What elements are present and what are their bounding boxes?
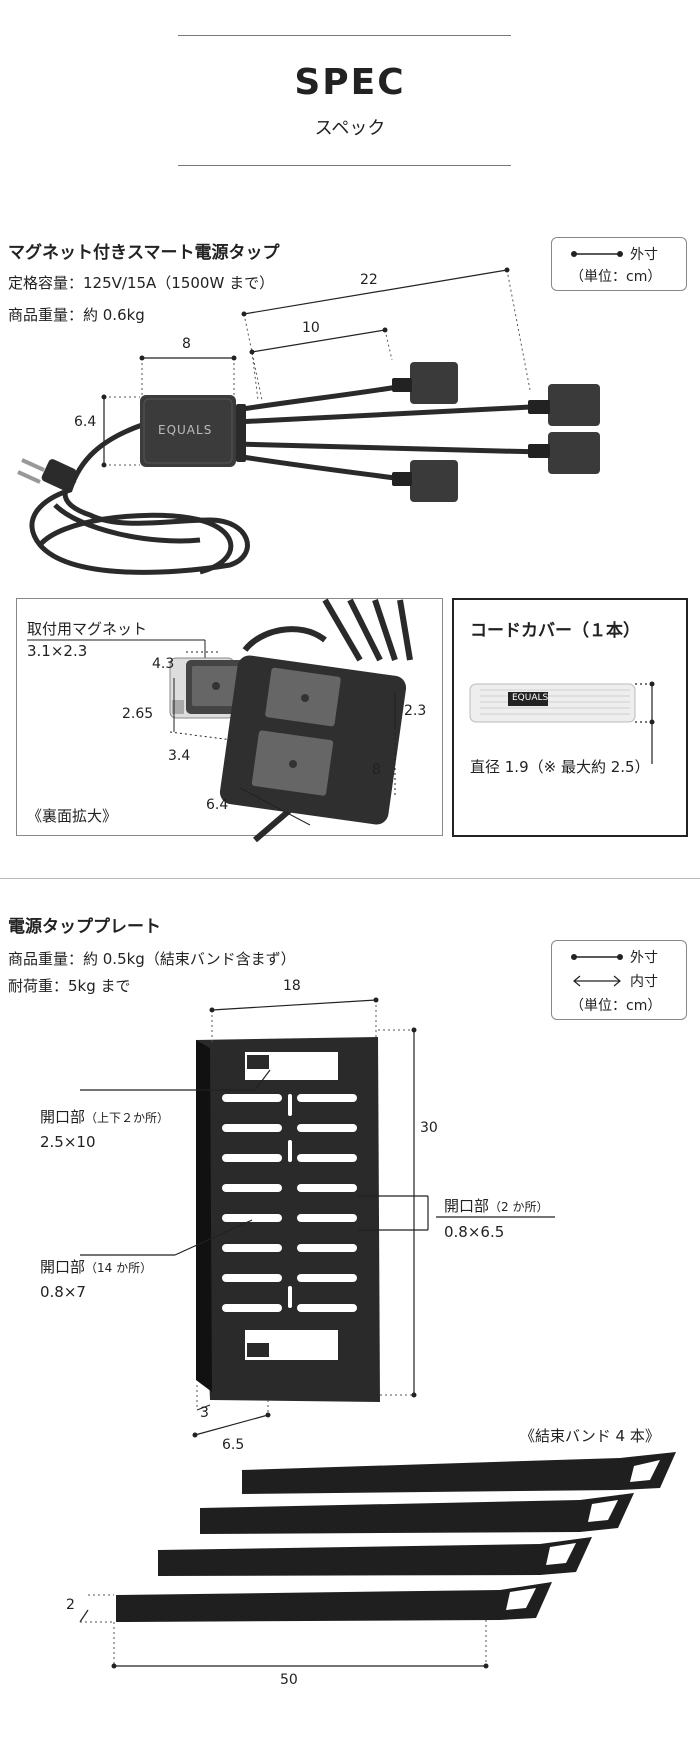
legend-outer: 外寸	[630, 247, 658, 263]
dim-magnet-c: 3.4	[168, 748, 191, 764]
back-detail-box	[16, 598, 443, 836]
dim-plate-foot: 6.5	[222, 1437, 245, 1453]
outer-line-icon	[571, 251, 623, 257]
opening1-size: 2.5×10	[40, 1133, 96, 1151]
plate-legend: 外寸 内寸 （単位：cm）	[551, 940, 687, 1020]
dim-total-length: 22	[360, 272, 378, 288]
section-divider	[0, 878, 700, 879]
tap-legend: 外寸 （単位：cm）	[551, 237, 687, 291]
legend-outer: 外寸	[630, 950, 658, 966]
tap-rating: 定格容量：125V/15A（1500W まで）	[8, 274, 275, 292]
legend-unit: （単位：cm）	[570, 998, 662, 1014]
dim-body-width: 8	[182, 336, 191, 352]
legend-unit: （単位：cm）	[570, 269, 662, 285]
opening2-label: 開口部（14 か所）	[40, 1256, 152, 1277]
dim-band-length: 50	[280, 1672, 298, 1688]
cable-ties	[116, 1452, 676, 1622]
dim-hub-e: 8	[372, 762, 381, 778]
tap-title: マグネット付きスマート電源タップ	[8, 243, 280, 263]
magnet-size: 3.1×2.3	[27, 642, 88, 660]
dim-hub-d: 6.4	[206, 797, 229, 813]
dim-plate-height: 30	[420, 1120, 438, 1136]
opening3-label: 開口部（2 か所）	[444, 1195, 548, 1216]
dim-body-height: 6.4	[74, 414, 97, 430]
cord-cover-drawing	[469, 681, 655, 764]
magnet-label: 取付用マグネット	[27, 620, 148, 638]
header-rule-bottom	[178, 165, 511, 166]
opening3-title: 開口部	[444, 1197, 490, 1215]
back-detail-drawing	[27, 598, 413, 843]
page-subtitle: スペック	[314, 118, 386, 139]
plug-icon	[17, 458, 77, 491]
opening1-label: 開口部（上下２か所）	[40, 1106, 169, 1127]
cord-cover-title: コードカバー（１本）	[470, 621, 640, 641]
plate-title: 電源タッププレート	[8, 917, 161, 937]
opening3-note: （2 か所）	[489, 1200, 549, 1214]
dim-magnet-b: 2.65	[122, 706, 154, 722]
tap-weight: 商品重量：約 0.6kg	[8, 306, 145, 324]
opening2-title: 開口部	[40, 1258, 86, 1276]
cord-cover-diameter: 直径 1.9（※ 最大約 2.5）	[470, 758, 650, 776]
tap-brand-logo: EQUALS	[158, 423, 213, 437]
opening2-size: 0.8×7	[40, 1283, 86, 1301]
legend-inner: 内寸	[630, 974, 658, 990]
magnet-block	[169, 657, 248, 719]
outer-inner-line-icon	[571, 954, 623, 987]
dim-band-width: 2	[66, 1597, 75, 1613]
page-title: SPEC	[294, 62, 406, 103]
opening3-size: 0.8×6.5	[444, 1223, 505, 1241]
opening1-note: （上下２か所）	[85, 1111, 170, 1125]
outlet-group	[410, 362, 600, 502]
dim-plate-width: 18	[283, 978, 301, 994]
dim-plate-depth: 3	[200, 1405, 209, 1421]
opening2-note: （14 か所）	[85, 1261, 153, 1275]
dim-magnet-a: 4.3	[152, 656, 175, 672]
opening1-title: 開口部	[40, 1108, 86, 1126]
dim-branch-length: 10	[302, 320, 320, 336]
dim-hub-f: 2.3	[404, 703, 427, 719]
hub-back	[219, 655, 407, 825]
bands-caption: 《結束バンド 4 本》	[520, 1427, 660, 1445]
coiled-cord	[29, 422, 250, 575]
tap-body	[140, 395, 236, 467]
plate-weight: 商品重量：約 0.5kg（結束バンド含まず）	[8, 950, 296, 968]
back-caption: 《裏面拡大》	[27, 807, 118, 825]
cord-cover-box	[452, 598, 688, 837]
plate-load: 耐荷重：5kg まで	[8, 977, 131, 995]
header-rule-top	[178, 35, 511, 36]
cord-cover-brand: EQUALS	[512, 693, 549, 703]
power-tap-drawing	[17, 267, 600, 575]
